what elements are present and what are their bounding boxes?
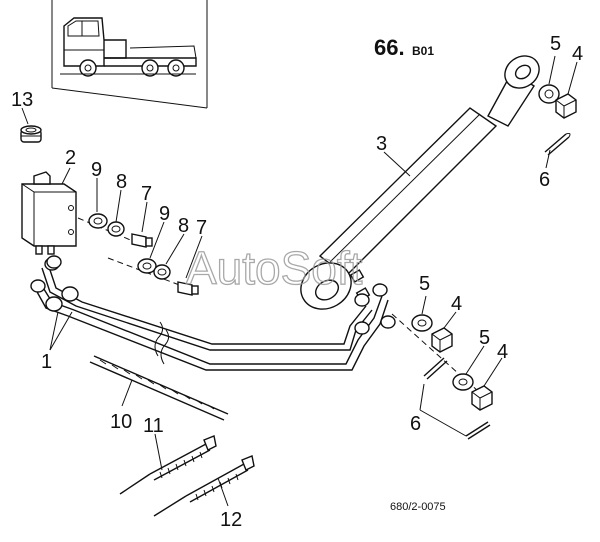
callout-11: 11 (143, 415, 164, 437)
callout-9-upper: 9 (91, 159, 102, 181)
hardware-upper-row (77, 213, 153, 248)
callout-6-top: 6 (539, 169, 550, 191)
truck-thumbnail (51, 0, 208, 109)
watermark: AutoSoft (186, 242, 363, 294)
callout-9-lower: 9 (159, 203, 170, 225)
callout-7-lower: 7 (196, 217, 207, 239)
callout-7-upper: 7 (141, 183, 152, 205)
callout-8-upper: 8 (116, 171, 127, 193)
callout-12: 12 (220, 509, 242, 531)
part-12-tie (153, 455, 255, 517)
part-3-cylinder (300, 55, 540, 310)
callout-2: 2 (65, 147, 76, 169)
callout-4-low: 4 (497, 341, 508, 363)
callout-4-top: 4 (572, 43, 583, 65)
callout-8-lower: 8 (178, 215, 189, 237)
callout-10: 10 (110, 411, 132, 433)
callout-13: 13 (11, 89, 33, 111)
callout-6-low: 6 (410, 413, 421, 435)
leader-lines (21, 55, 578, 507)
callout-5-top: 5 (550, 33, 561, 55)
hardware-lower-row (107, 257, 199, 296)
callout-3: 3 (376, 133, 387, 155)
group-code-suffix: B01 (412, 44, 434, 58)
part-11-tie (119, 435, 217, 495)
callout-5-mid: 5 (419, 273, 430, 295)
callout-5-low: 5 (479, 327, 490, 349)
part-2-reservoir (21, 171, 77, 255)
group-code: 66. (374, 35, 405, 60)
hardware-lower-right (391, 313, 493, 440)
callout-labels: 1 2 3 4 4 4 5 5 5 6 6 7 7 8 8 9 9 10 11 … (11, 33, 583, 531)
callout-4-mid: 4 (451, 293, 462, 315)
part-10-hose (89, 355, 229, 421)
callout-1: 1 (41, 351, 52, 373)
hardware-top-right (538, 84, 577, 156)
drawing-reference: 680/2-0075 (390, 501, 446, 513)
part-1-pipes (30, 255, 396, 371)
part-13-grommet (20, 125, 42, 143)
